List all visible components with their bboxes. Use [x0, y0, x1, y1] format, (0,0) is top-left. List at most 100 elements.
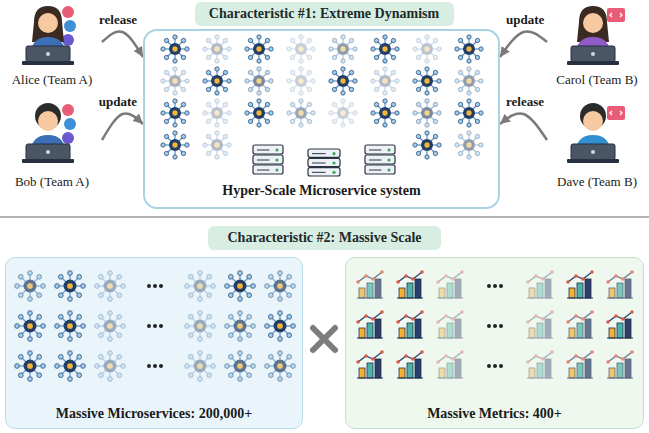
metric-icon [606, 310, 634, 338]
ellipsis-dot [147, 284, 151, 288]
metric-icon [566, 310, 594, 338]
arrow-label: update [504, 12, 546, 28]
metric-icon [566, 270, 594, 298]
person-icon [567, 6, 625, 65]
metric-icon [526, 310, 554, 338]
microservice-icon [225, 311, 256, 342]
person-figure: Carol (Team B) [547, 2, 647, 90]
microservice-icon [329, 35, 357, 63]
microservice-icon [287, 35, 315, 63]
person-figure: Bob (Team A) [2, 100, 102, 192]
curved-arrow [500, 31, 547, 57]
microservice-icon [245, 67, 273, 95]
metric-icon [526, 350, 554, 378]
ellipsis-dot [147, 324, 151, 328]
ellipsis-dot [487, 284, 491, 288]
metric-icon [436, 270, 464, 298]
microservice-icon [371, 35, 399, 63]
box-label: Hyper-Scale Microservice system [222, 183, 420, 199]
metric-icon [396, 350, 424, 378]
metric-icon [356, 350, 384, 378]
microservice-icon [287, 99, 315, 127]
ellipsis-dot [499, 364, 503, 368]
curved-arrow [102, 31, 143, 57]
microservice-icon [225, 351, 256, 382]
person-name: Alice (Team A) [12, 72, 93, 88]
metric-icon [526, 270, 554, 298]
metric-icon [396, 270, 424, 298]
microservice-icon [371, 99, 399, 127]
node-illustration [6, 258, 304, 430]
ellipsis-dot [499, 284, 503, 288]
microservice-icon [413, 131, 441, 159]
section-header: Characteristic #2: Massive Scale [208, 226, 441, 250]
ellipsis-dot [159, 284, 163, 288]
microservice-icon [95, 271, 126, 302]
person-icon [22, 6, 76, 65]
microservice-icon [265, 351, 296, 382]
arrow-label: update [97, 94, 139, 110]
microservice-icon [185, 271, 216, 302]
metric-icon [356, 270, 384, 298]
microservice-icon [95, 311, 126, 342]
person-name: Bob (Team A) [15, 174, 89, 190]
server-icon [365, 145, 395, 174]
microservice-icon [161, 67, 189, 95]
microservice-icon [265, 271, 296, 302]
box-label: Massive Metrics: 400+ [427, 406, 562, 422]
microservice-icon [55, 311, 86, 342]
microservice-icon [203, 35, 231, 63]
multiply-mark [313, 328, 335, 350]
microservice-icon [455, 99, 483, 127]
microservice-icon [371, 67, 399, 95]
metric-icon [566, 350, 594, 378]
section-title: Characteristic #2: Massive Scale [228, 230, 422, 246]
arrow-label: release [504, 94, 546, 110]
microservice-icon [265, 311, 296, 342]
microservice-icon [413, 35, 441, 63]
ellipsis-dot [147, 364, 151, 368]
person-name: Dave (Team B) [557, 174, 637, 190]
microservice-icon [185, 311, 216, 342]
section-header: Characteristic #1: Extreme Dynamism [195, 2, 454, 26]
microservice-icon [225, 271, 256, 302]
node-illustration [346, 258, 645, 430]
microservice-icon [55, 271, 86, 302]
metric-icon [436, 310, 464, 338]
microservice-icon [245, 99, 273, 127]
metric-icon [436, 350, 464, 378]
microservice-icon [455, 131, 483, 159]
microservice-icon [203, 67, 231, 95]
server-icon [253, 145, 283, 174]
scale-panel: Massive Metrics: 400+ [345, 257, 644, 429]
microservice-icon [15, 271, 46, 302]
divider-line [0, 216, 649, 218]
system-box: Hyper-Scale Microservice system [143, 29, 500, 209]
person-figure: Dave (Team B) [547, 100, 647, 192]
microservice-icon [245, 35, 273, 63]
microservice-icon [455, 35, 483, 63]
metric-icon [396, 310, 424, 338]
person-name: Carol (Team B) [556, 72, 637, 88]
ellipsis-dot [159, 324, 163, 328]
microservice-icon [203, 99, 231, 127]
microservice-icon [413, 67, 441, 95]
section-title: Characteristic #1: Extreme Dynamism [209, 6, 439, 22]
microservice-icon [287, 67, 315, 95]
arrow-label: release [97, 12, 139, 28]
box-label: Massive Microservices: 200,000+ [56, 406, 252, 422]
microservice-icon [413, 99, 441, 127]
microservice-icon [203, 131, 231, 159]
microservice-icon [161, 131, 189, 159]
curved-arrow [500, 113, 547, 140]
server-icon [308, 149, 340, 176]
person-figure: Alice (Team A) [2, 2, 102, 90]
microservice-icon [15, 311, 46, 342]
microservice-icon [55, 351, 86, 382]
curved-arrow [102, 113, 143, 140]
ellipsis-dot [499, 324, 503, 328]
microservice-icon [329, 67, 357, 95]
microservice-icon [95, 351, 126, 382]
metric-icon [606, 350, 634, 378]
